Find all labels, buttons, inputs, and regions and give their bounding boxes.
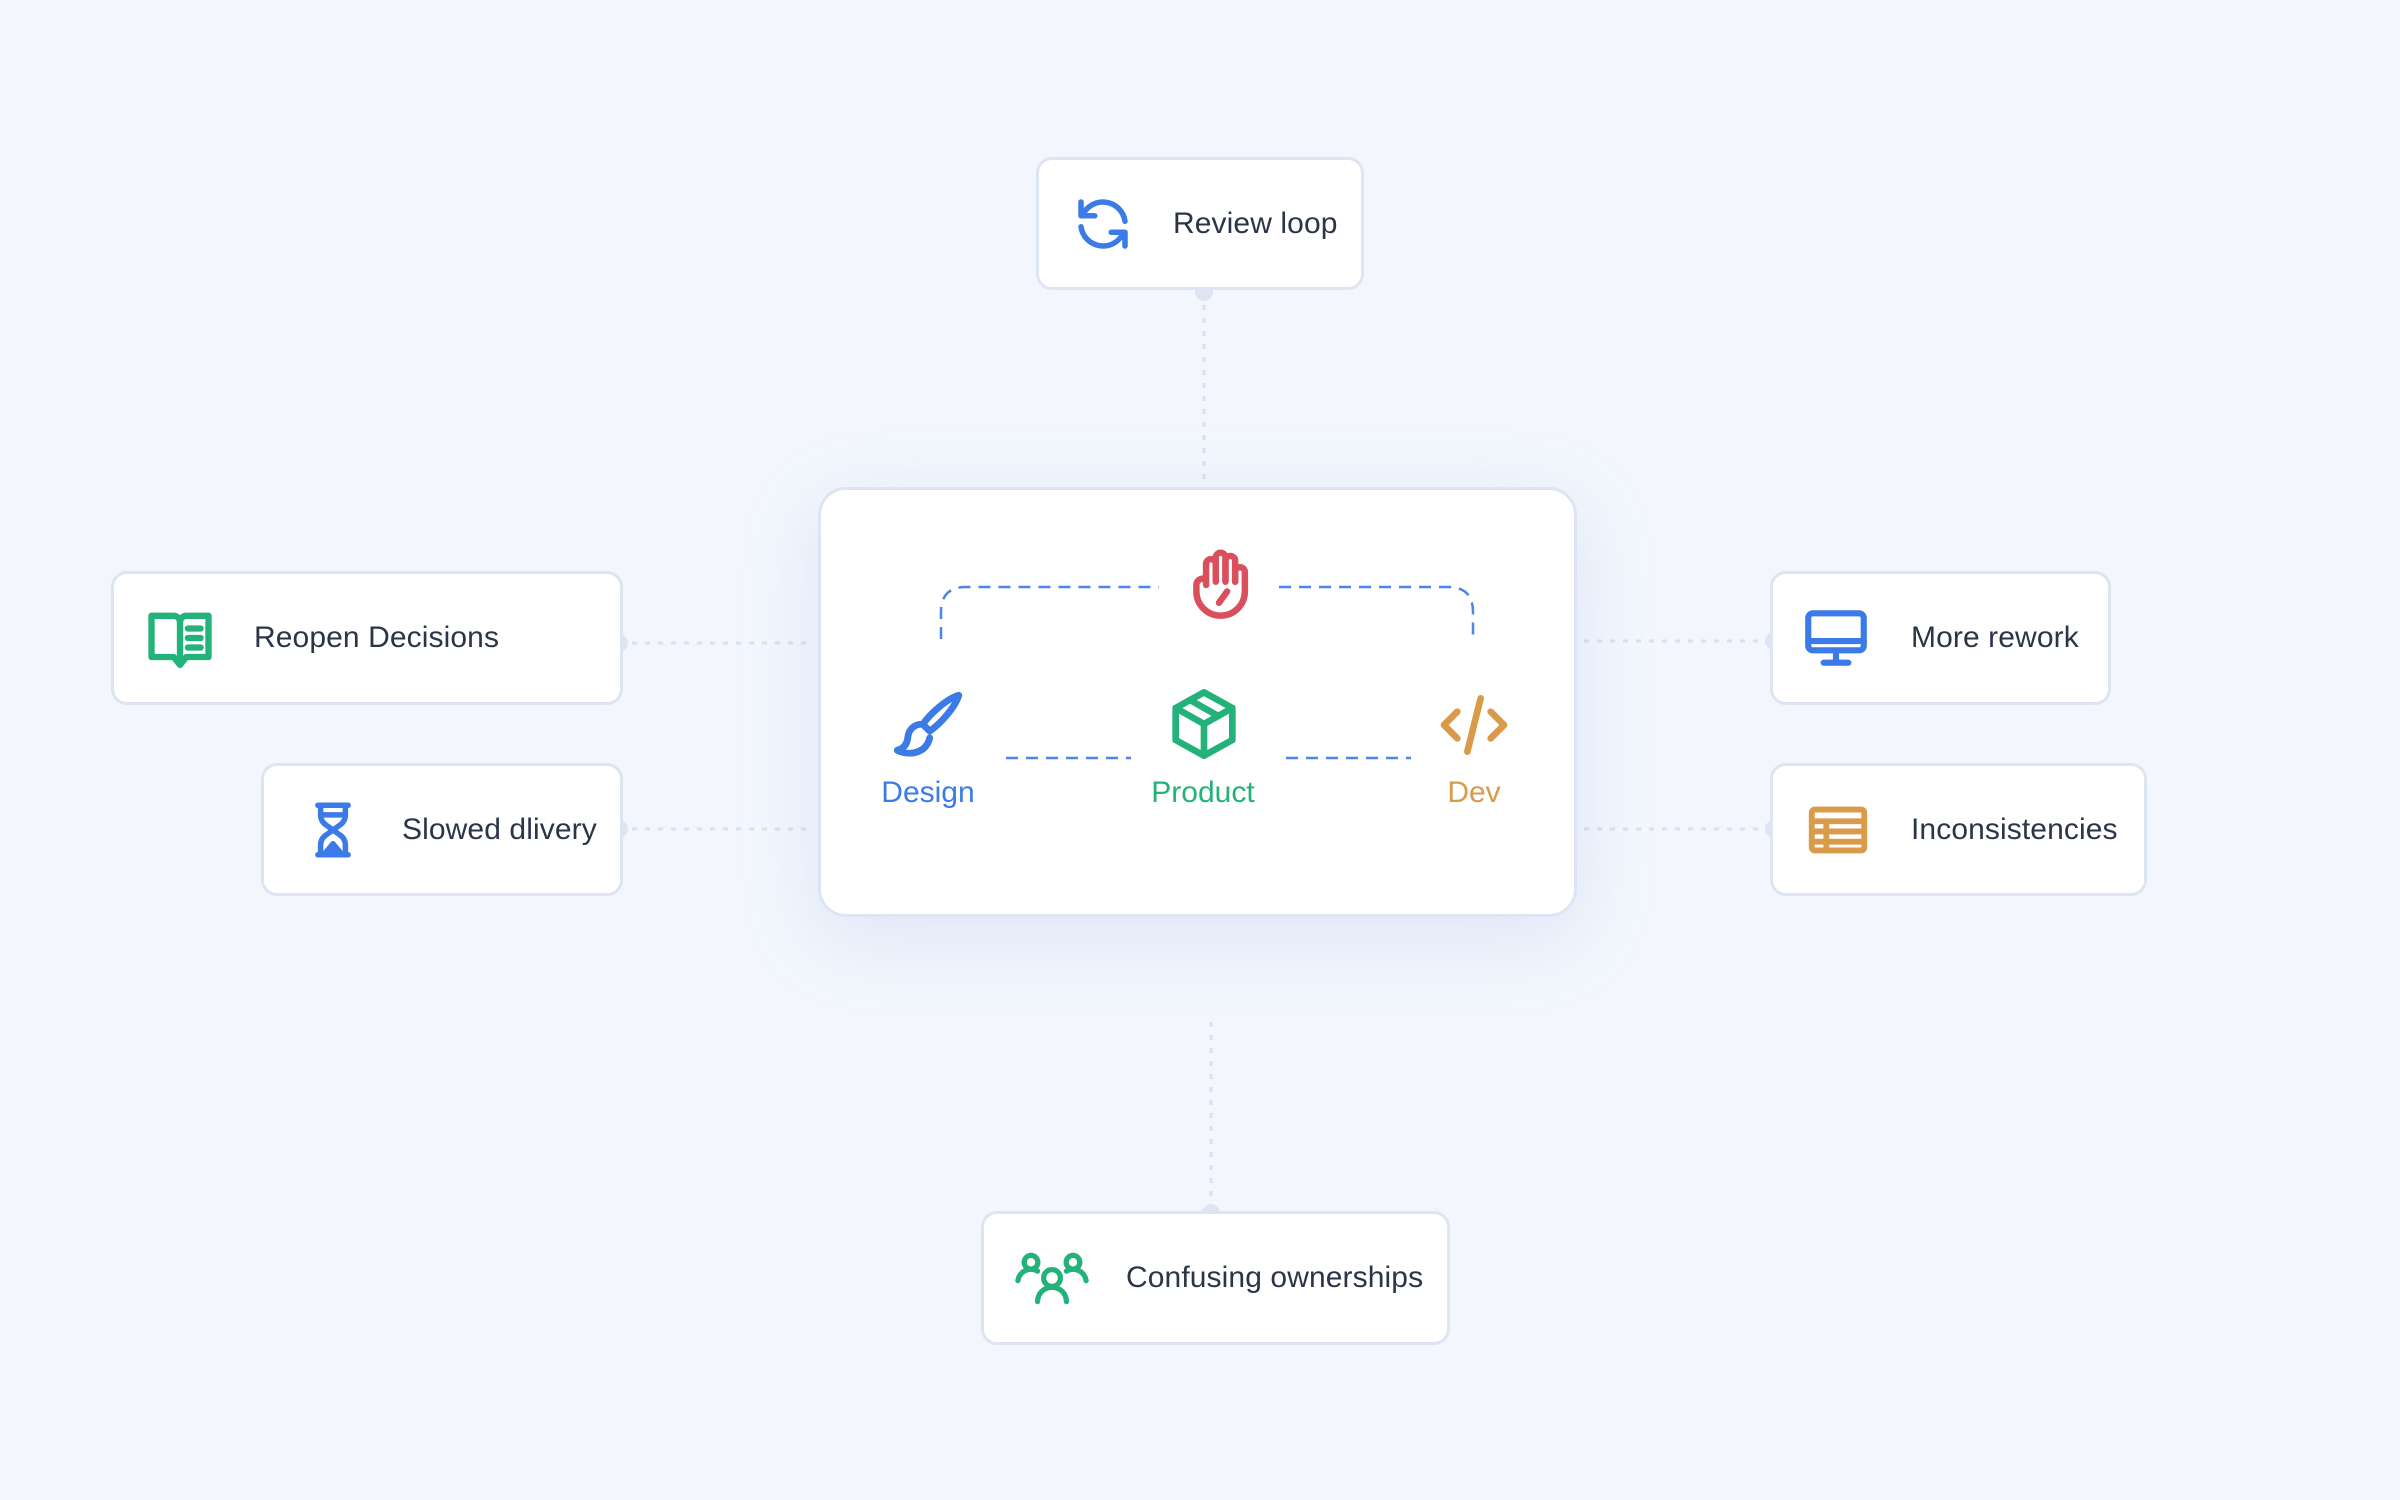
outcome-label: Slowed dlivery (402, 812, 597, 846)
outcome-label: Confusing ownerships (1126, 1261, 1424, 1294)
team-collaboration-card: Design Product Dev (818, 487, 1577, 917)
table-icon (1803, 795, 1873, 865)
outcome-card-confusing-ownerships: Confusing ownerships (981, 1211, 1450, 1345)
role-label-dev: Dev (1447, 776, 1501, 809)
monitor-icon (1799, 601, 1873, 675)
paintbrush-icon (887, 685, 969, 767)
package-icon (1164, 683, 1244, 765)
team-links (939, 585, 1475, 760)
outcome-card-slowed-delivery: Slowed dlivery (261, 763, 623, 896)
outcome-label: Reopen Decisions (254, 621, 500, 654)
raised-hand-icon (1179, 543, 1259, 627)
outcome-card-review-loop: Review loop (1036, 157, 1364, 290)
outcome-label: Review loop (1173, 206, 1338, 240)
outcome-label: Inconsistencies (1911, 812, 2118, 846)
link-design-blocker (939, 585, 1159, 639)
hourglass-icon (300, 795, 366, 865)
refresh-icon (1070, 191, 1136, 257)
open-book-icon (142, 600, 218, 676)
code-icon (1432, 685, 1516, 765)
people-icon (1010, 1245, 1094, 1311)
role-label-product: Product (1151, 776, 1255, 809)
outcome-card-reopen-decisions: Reopen Decisions (111, 571, 623, 705)
outcome-label: More rework (1911, 621, 2079, 654)
outcome-card-more-rework: More rework (1770, 571, 2111, 705)
link-dev-blocker (1279, 585, 1475, 639)
outcome-card-inconsistencies: Inconsistencies (1770, 763, 2147, 896)
role-label-design: Design (881, 776, 975, 809)
